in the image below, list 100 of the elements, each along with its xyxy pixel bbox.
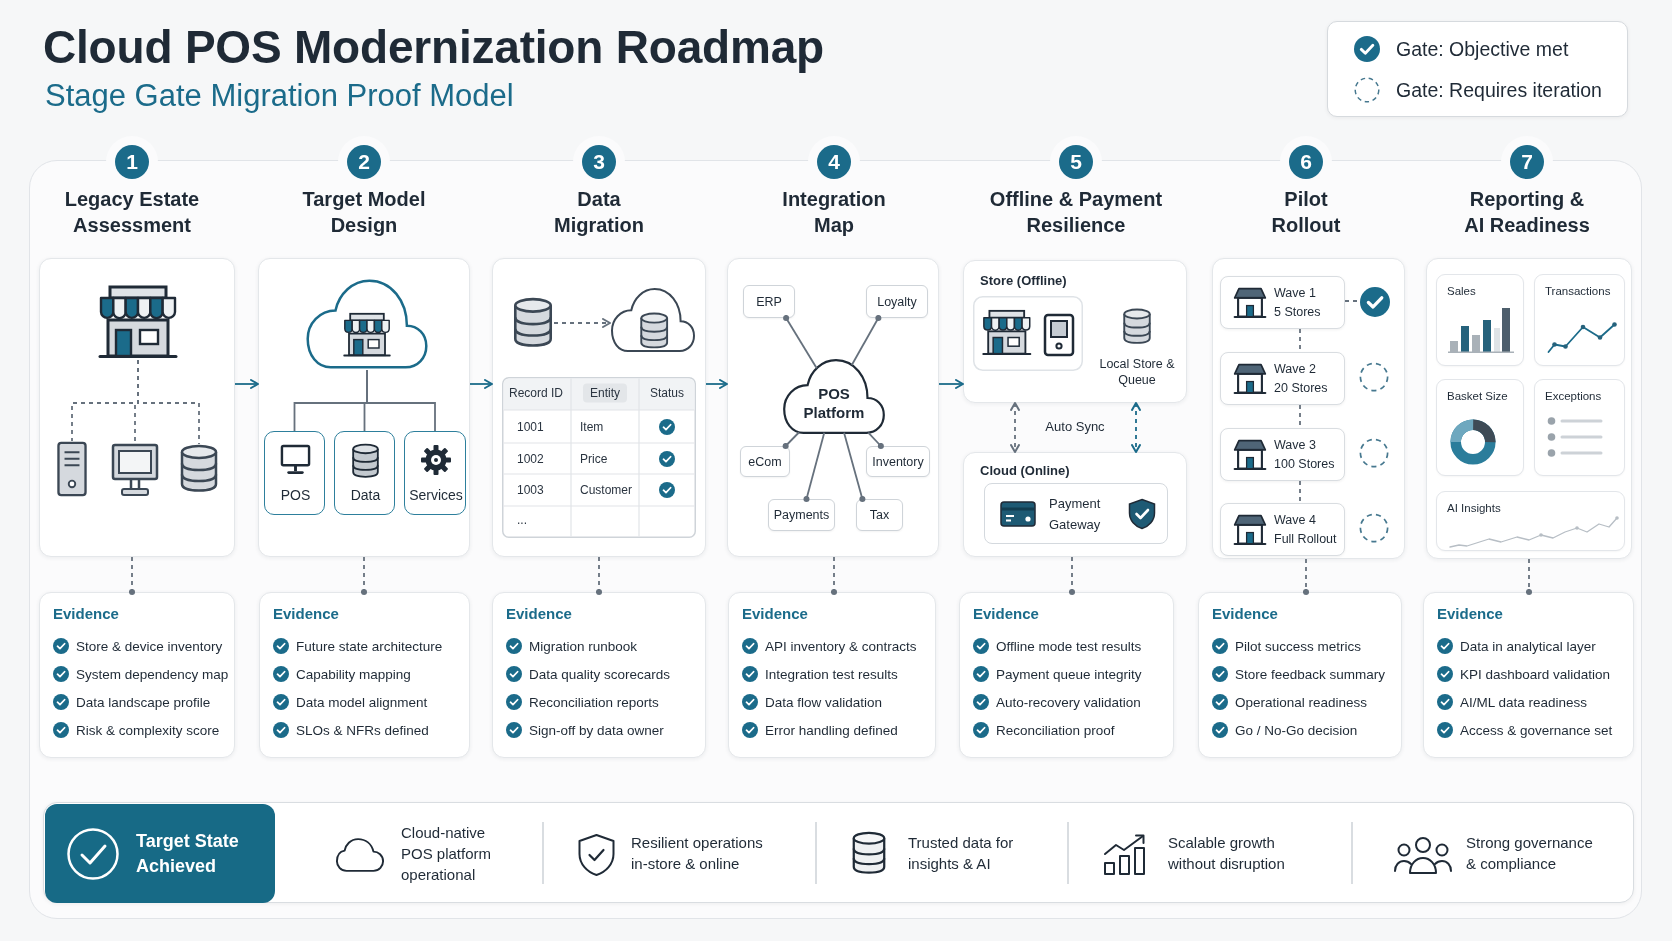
stage-title: Data Migration — [553, 187, 645, 238]
tile-title: Transactions — [1545, 284, 1611, 299]
evidence-heading: Evidence — [506, 605, 572, 623]
dashed-double-headed-arrow — [1131, 402, 1141, 453]
evidence-card — [492, 592, 706, 758]
wave-card — [1220, 503, 1345, 556]
stage-title: Pilot Rollout — [1271, 187, 1341, 238]
dashed-dot-end-connector — [128, 556, 136, 596]
system-node: Tax — [856, 499, 903, 531]
checklist-item: Store & device inventory — [76, 637, 223, 655]
table-entry: 1003 — [517, 482, 544, 498]
wave-size: 20 Stores — [1274, 380, 1328, 396]
arrow — [469, 379, 493, 389]
system-node: ERP — [743, 285, 795, 318]
tile-title: Exceptions — [1545, 389, 1602, 404]
dashed-double-headed-arrow — [1010, 402, 1020, 453]
table-entry: 1001 — [517, 419, 544, 434]
checklist-item: Capability mapping — [296, 665, 411, 683]
monitor-icon — [111, 443, 159, 497]
checklist-item: Data quality scorecards — [529, 665, 671, 683]
evidence-card — [1198, 592, 1402, 758]
evidence-heading: Evidence — [1212, 605, 1278, 623]
wave-size: 100 Stores — [1274, 456, 1335, 472]
dashed-arrow — [553, 318, 611, 328]
table-entry: Item — [580, 419, 604, 434]
stage-title: Target Model Design — [302, 187, 426, 238]
stage-panel — [39, 258, 235, 557]
checklist-item: Access & governance set — [1460, 721, 1613, 739]
dot-end-connector — [867, 431, 884, 450]
wave-card — [1220, 276, 1345, 329]
stage-panel — [1426, 258, 1632, 559]
checklist-item: System dependency map — [76, 665, 229, 683]
database-icon — [512, 297, 554, 347]
metric-tile — [1436, 491, 1625, 551]
outcome-text: Strong governance & compliance — [1466, 833, 1594, 874]
sync-label: Auto Sync — [1045, 418, 1105, 436]
cloud-panel — [963, 452, 1187, 557]
dashed-dot-end-connector — [1302, 558, 1310, 596]
table-entry: ... — [517, 512, 527, 528]
evidence-heading: Evidence — [1437, 605, 1503, 623]
dashed-dot-end-connector — [830, 556, 838, 596]
checklist-item: Payment queue integrity — [996, 665, 1142, 683]
table-entry: Price — [580, 451, 608, 466]
wave-name: Wave 3 — [1274, 437, 1316, 453]
table-entry: 1002 — [517, 451, 544, 466]
checklist-item: Store feedback summary — [1235, 665, 1386, 683]
column-header: Status — [650, 385, 684, 401]
stage-panel — [258, 258, 470, 557]
evidence-card — [39, 592, 235, 758]
dashed-dot-end-connector — [360, 556, 368, 596]
platform-label: POS Platform — [803, 383, 865, 422]
wave-size: 5 Stores — [1274, 304, 1321, 320]
panel-heading: Cloud (Online) — [980, 463, 1070, 480]
checklist-item: Pilot success metrics — [1235, 637, 1362, 655]
store-icon — [98, 284, 178, 360]
checklist-item: API inventory & contracts — [765, 637, 917, 655]
checklist-item: AI/ML data readiness — [1460, 693, 1588, 711]
dot-end-connector — [803, 431, 826, 503]
cloud-store-icon — [305, 278, 429, 370]
checklist-item: Data in analytical layer — [1460, 637, 1596, 655]
tile-title: AI Insights — [1447, 501, 1501, 516]
dot-end-connector — [843, 431, 866, 503]
stage-title: Offline & Payment Resilience — [989, 187, 1163, 238]
legend-label: Gate: Objective met — [1396, 36, 1569, 62]
system-node: Inventory — [866, 446, 930, 477]
metric-tile — [1436, 379, 1524, 476]
dashed-dot-end-connector — [1525, 558, 1533, 596]
checklist-item: Reconciliation reports — [529, 693, 659, 711]
subtitle: Stage Gate Migration Proof Model — [45, 78, 514, 114]
server-icon — [56, 441, 88, 497]
checklist-item: Auto-recovery validation — [996, 693, 1141, 711]
tile-title: Basket Size — [1447, 389, 1508, 404]
component-card — [404, 431, 466, 515]
component-card — [334, 431, 395, 515]
outcomes-bar — [43, 802, 1634, 903]
stage-panel — [1212, 258, 1405, 559]
checklist-item: Future state architecture — [296, 637, 443, 655]
checklist-item: Go / No-Go decision — [1235, 721, 1358, 739]
dot-end-connector — [783, 314, 818, 370]
checklist-item: SLOs & NFRs defined — [296, 721, 429, 739]
stage-title: Legacy Estate Assessment — [64, 187, 200, 238]
arrow — [234, 379, 259, 389]
checklist-item: Operational readiness — [1235, 693, 1368, 711]
dot-end-connector — [850, 314, 882, 366]
evidence-heading: Evidence — [273, 605, 339, 623]
outcome-text: Resilient operations in-store & online — [631, 833, 764, 874]
evidence-card — [259, 592, 470, 758]
wave-name: Wave 2 — [1274, 361, 1316, 377]
tile-title: Sales — [1447, 284, 1476, 299]
checklist-item: Data model alignment — [296, 693, 428, 711]
arrow — [938, 379, 964, 389]
evidence-heading: Evidence — [53, 605, 119, 623]
metric-tile — [1534, 379, 1625, 476]
system-node: eCom — [740, 446, 790, 477]
checklist-item: KPI dashboard validation — [1460, 665, 1611, 683]
system-node: Payments — [768, 499, 835, 531]
dashed-dot-end-connector — [1068, 556, 1076, 596]
wave-card — [1220, 428, 1345, 481]
stage-title: Reporting & AI Readiness — [1463, 187, 1591, 238]
component-label: Services — [409, 487, 463, 505]
